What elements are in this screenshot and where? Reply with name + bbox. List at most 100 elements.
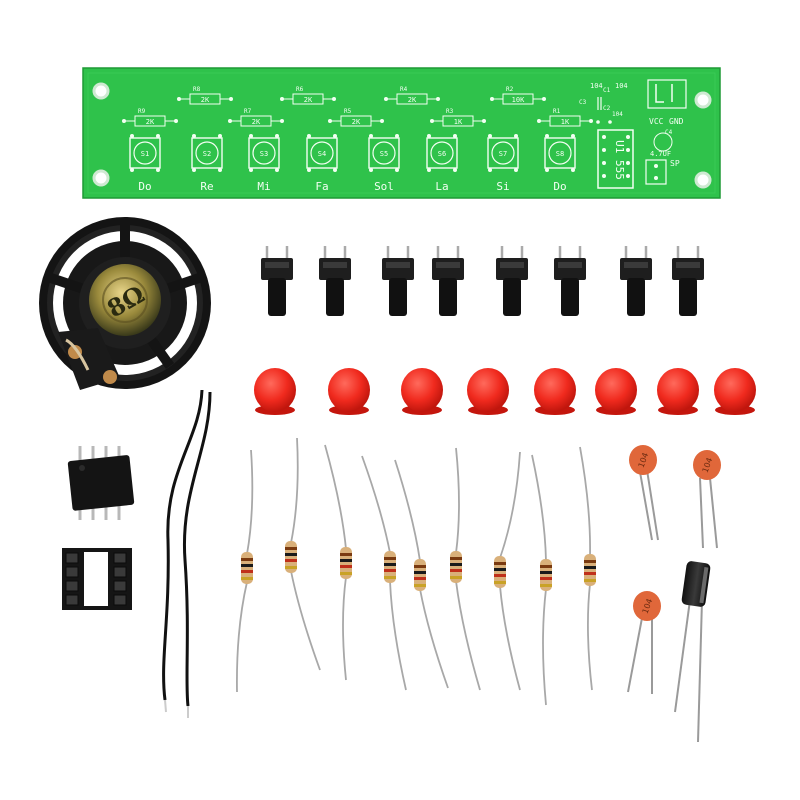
red-button-cap: [657, 368, 699, 415]
pcb-resistor-value: 1K: [561, 118, 570, 126]
pcb-resistor-ref: R6: [296, 86, 304, 93]
red-button-cap: [401, 368, 443, 415]
pcb-cap-footprints: C1 C2 C3 C4 104 104 104 4.7UF: [579, 82, 673, 158]
pcb-resistor-value: 2K: [146, 118, 155, 126]
resistor: [236, 449, 254, 693]
speaker-wires: [162, 389, 212, 718]
pcb-resistor-ref: R2: [506, 86, 514, 93]
tact-switch: [319, 246, 351, 316]
pcb-resistor-ref: R1: [553, 108, 561, 115]
button-caps: [254, 368, 756, 415]
pcb-cap-value-c: 104: [612, 111, 623, 118]
pcb-label-c4: C4: [665, 129, 673, 136]
resistor: [394, 459, 449, 689]
resistor: [494, 451, 521, 691]
pcb-resistor-ref: R7: [244, 108, 252, 115]
pcb-key-id: S6: [438, 150, 446, 158]
resistor: [450, 447, 481, 691]
resistor: [531, 454, 552, 706]
pcb-cap-value-b: 104: [615, 82, 628, 90]
mounting-hole: [92, 82, 110, 100]
pcb-ic-label: U1 555: [613, 140, 626, 180]
pcb-elec-cap-label: 4.7UF: [650, 150, 671, 158]
pcb-key-note: Si: [496, 180, 509, 193]
pcb-ic-footprint: U1 555: [597, 129, 634, 189]
pcb-vcc-label: VCC: [649, 117, 664, 126]
red-button-cap: [595, 368, 637, 415]
pcb-key-id: S5: [380, 150, 388, 158]
red-button-cap: [467, 368, 509, 415]
pcb-label-c2: C2: [603, 105, 611, 112]
ceramic-capacitor: 104: [627, 591, 661, 694]
red-button-cap: [714, 368, 756, 415]
pcb-key-note: Do: [553, 180, 566, 193]
pcb-key-note: Re: [200, 180, 213, 193]
pcb-resistor-value: 2K: [304, 96, 313, 104]
tact-switch: [261, 246, 293, 316]
pcb-label-c1: C1: [603, 87, 611, 94]
ceramic-capacitor: 104: [629, 445, 659, 541]
tact-switch: [496, 246, 528, 316]
pcb-resistor-ref: R4: [400, 86, 408, 93]
resistor: [285, 437, 321, 671]
pcb-sp-label: SP: [670, 159, 680, 168]
red-button-cap: [328, 368, 370, 415]
resistors: [236, 437, 596, 706]
speaker-magnet: [89, 264, 161, 336]
tact-switches: [261, 246, 704, 316]
electrolytic-capacitor: [674, 561, 711, 743]
pcb-resistor-ref: R8: [193, 86, 201, 93]
pcb-key-note: Fa: [315, 180, 328, 193]
tact-switch: [672, 246, 704, 316]
pcb-key-id: S4: [318, 150, 326, 158]
pcb-resistor-value: 2K: [201, 96, 210, 104]
pcb-key-id: S1: [141, 150, 149, 158]
pcb-resistor-ref: R9: [138, 108, 146, 115]
pcb-key-note: Mi: [257, 180, 270, 193]
speaker: 8Ω: [39, 217, 211, 390]
resistor: [361, 455, 407, 691]
red-button-cap: [534, 368, 576, 415]
pcb-power-header: VCC GND: [647, 79, 687, 126]
pcb-resistor-value: 2K: [252, 118, 261, 126]
pcb-key-id: S3: [260, 150, 268, 158]
tact-switch: [382, 246, 414, 316]
ceramic-capacitor: 104: [693, 450, 721, 549]
pcb-key-id: S2: [203, 150, 211, 158]
tact-switch: [620, 246, 652, 316]
pcb-key-note: Sol: [374, 180, 394, 193]
pcb-gnd-label: GND: [669, 117, 684, 126]
pcb-resistor-ref: R5: [344, 108, 352, 115]
pcb-resistor-value: 1K: [454, 118, 463, 126]
pcb-key-note: Do: [138, 180, 151, 193]
resistor: [579, 446, 596, 691]
pcb-resistor-value: 10K: [512, 96, 525, 104]
pcb-key-note: La: [435, 180, 448, 193]
mounting-hole: [694, 171, 712, 189]
pcb-cap-value-a: 104: [590, 82, 603, 90]
pcb-resistor-value: 2K: [352, 118, 361, 126]
tact-switch: [432, 246, 464, 316]
mounting-hole: [694, 91, 712, 109]
mounting-hole: [92, 169, 110, 187]
pcb-speaker-header: SP: [645, 159, 680, 185]
red-button-cap: [254, 368, 296, 415]
pcb-key-id: S8: [556, 150, 564, 158]
pcb-resistor-ref: R3: [446, 108, 454, 115]
